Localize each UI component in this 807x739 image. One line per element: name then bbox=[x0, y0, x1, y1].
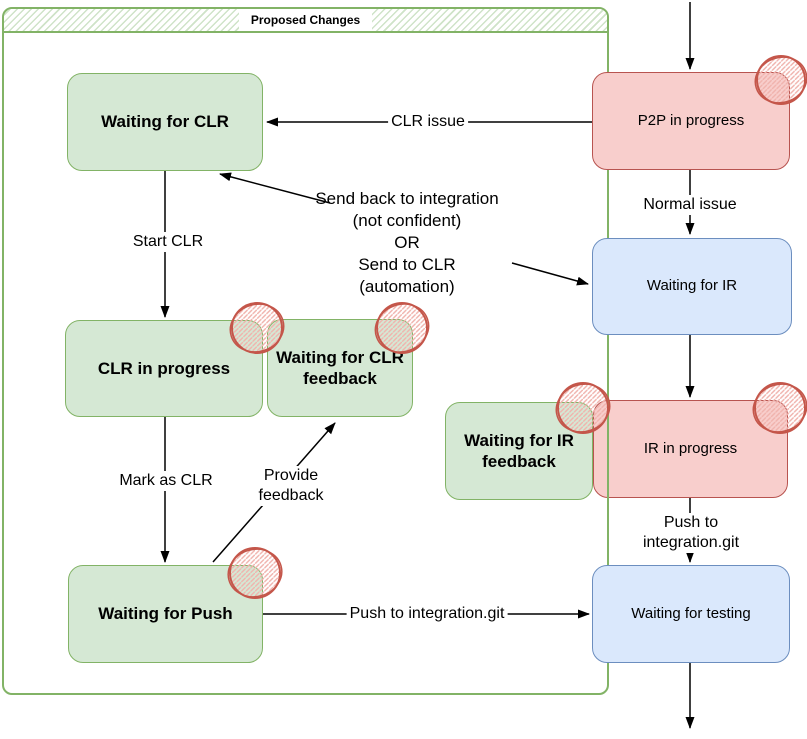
node-waiting-for-ir: Waiting for IR bbox=[592, 238, 792, 335]
node-waiting-for-push: Waiting for Push bbox=[68, 565, 263, 663]
node-clr-in-progress: CLR in progress bbox=[65, 320, 263, 417]
proposed-changes-container: Proposed Changes bbox=[2, 7, 609, 695]
node-waiting-for-clr: Waiting for CLR bbox=[67, 73, 263, 171]
node-waiting-for-testing: Waiting for testing bbox=[592, 565, 790, 663]
edge-label-provide-feedback: Provide feedback bbox=[255, 466, 327, 506]
edge-label-mark-as-clr: Mark as CLR bbox=[116, 471, 216, 491]
node-ir-in-progress: IR in progress bbox=[593, 400, 788, 498]
node-waiting-clr-feedback: Waiting for CLR feedback bbox=[267, 319, 413, 417]
edge-label-push-to-integration-right: Push to integration.git bbox=[633, 513, 749, 553]
edge-label-clr-issue: CLR issue bbox=[388, 112, 468, 132]
node-p2p-in-progress: P2P in progress bbox=[592, 72, 790, 170]
proposed-changes-title: Proposed Changes bbox=[238, 9, 373, 31]
edge-label-start-clr: Start CLR bbox=[129, 232, 207, 252]
edge-label-normal-issue: Normal issue bbox=[640, 195, 740, 215]
proposed-changes-titlebar: Proposed Changes bbox=[4, 9, 607, 33]
edge-label-branch-note: Send back to integration (not confident)… bbox=[315, 189, 499, 296]
edge-label-push-to-integration-left: Push to integration.git bbox=[346, 604, 508, 624]
